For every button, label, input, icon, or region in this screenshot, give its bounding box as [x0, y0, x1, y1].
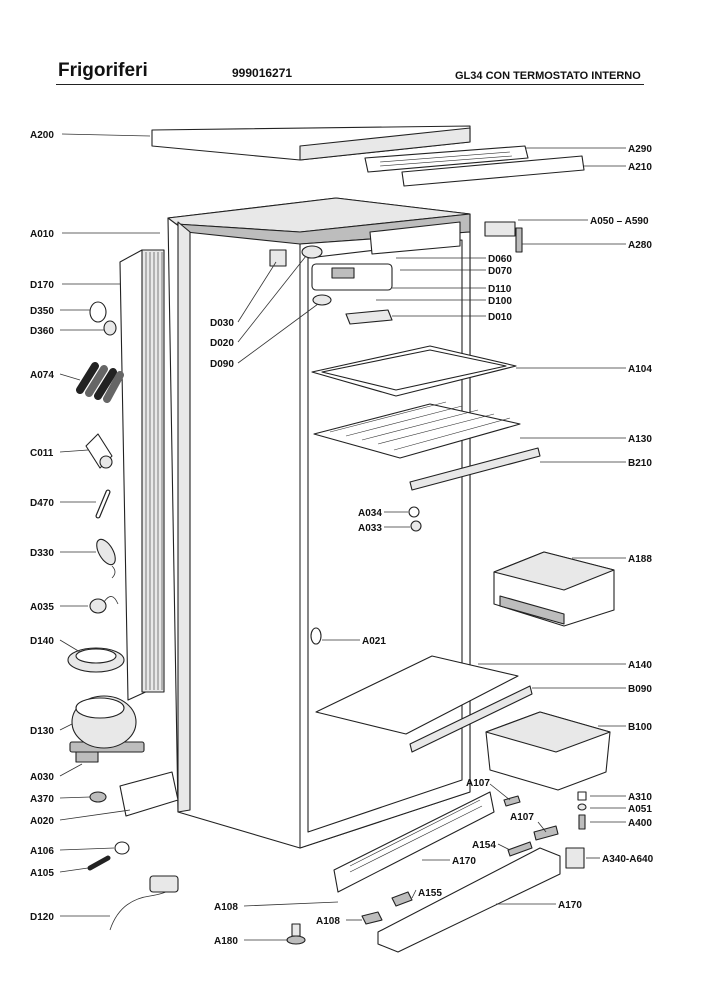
label-a370: A370 [30, 794, 54, 805]
part-a021 [310, 627, 322, 645]
label-d120: D120 [30, 912, 54, 923]
label-d090: D090 [210, 359, 234, 370]
part-d130-compressor [69, 695, 145, 763]
part-b210-strip [409, 447, 541, 491]
part-a340-bracket [565, 847, 585, 869]
label-a154: A154 [472, 840, 496, 851]
part-a170-plinth [333, 791, 495, 893]
label-a155: A155 [418, 888, 442, 899]
part-d470 [95, 489, 111, 519]
label-a034: A034 [358, 508, 382, 519]
label-a035: A035 [30, 602, 54, 613]
part-labels: A200 A290 A210 A010 A050 – A590 A280 D17… [30, 130, 654, 947]
label-d020: D020 [210, 338, 234, 349]
part-list-code: 999016271 [232, 66, 293, 80]
label-a105: A105 [30, 868, 54, 879]
label-a050-a590: A050 – A590 [590, 216, 649, 227]
label-b090: B090 [628, 684, 652, 695]
part-a035 [89, 596, 119, 614]
label-a108-left: A108 [214, 902, 238, 913]
part-a154-pads [507, 825, 559, 857]
label-d360: D360 [30, 326, 54, 337]
part-a020-bracket [119, 771, 179, 817]
part-a104-glass-shelf [311, 345, 517, 397]
part-a370 [89, 791, 107, 803]
part-a155-a108-pads [361, 891, 413, 925]
label-a107-lower: A107 [510, 812, 534, 823]
label-a108-right: A108 [316, 916, 340, 927]
label-a074: A074 [30, 370, 54, 381]
part-a170-lower-plinth [377, 847, 561, 953]
label-a200: A200 [30, 130, 54, 141]
label-c011: C011 [30, 448, 54, 459]
part-a140-glass-shelf [315, 655, 519, 735]
label-a010: A010 [30, 229, 54, 240]
label-a104: A104 [628, 364, 652, 375]
part-d350-d360 [89, 301, 117, 336]
part-a180-foot [286, 923, 306, 945]
label-a106: A106 [30, 846, 54, 857]
part-a188-box [493, 551, 615, 627]
part-a290-a210-rails [364, 145, 585, 187]
label-a033: A033 [358, 523, 382, 534]
label-a107-upper: A107 [466, 778, 490, 789]
label-a170-lower: A170 [558, 900, 582, 911]
part-a130-wire-shelf [313, 401, 521, 459]
label-d030: D030 [210, 318, 234, 329]
label-d170: D170 [30, 280, 54, 291]
leader-lines [59, 133, 626, 941]
part-c011 [85, 433, 113, 469]
label-d130: D130 [30, 726, 54, 737]
label-a020: A020 [30, 816, 54, 827]
part-a106-a105 [87, 841, 130, 871]
model-title: GL34 CON TERMOSTATO INTERNO [455, 70, 641, 82]
part-d120-power-cord [109, 875, 179, 931]
label-a280: A280 [628, 240, 652, 251]
part-d330 [96, 538, 116, 579]
label-a310: A310 [628, 792, 652, 803]
label-d350: D350 [30, 306, 54, 317]
label-a340-a640: A340-A640 [602, 854, 654, 865]
part-d140-drip-tray [67, 647, 125, 673]
part-a107 [503, 795, 521, 807]
label-a210: A210 [628, 162, 652, 173]
label-a051: A051 [628, 804, 652, 815]
label-d330: D330 [30, 548, 54, 559]
label-a021: A021 [362, 636, 386, 647]
part-d170-condenser [119, 249, 165, 701]
part-a074-set [76, 362, 124, 403]
label-d010: D010 [488, 312, 512, 323]
label-a400: A400 [628, 818, 652, 829]
part-a034-a033 [408, 506, 422, 532]
label-a180: A180 [214, 936, 238, 947]
label-a290: A290 [628, 144, 652, 155]
label-b210: B210 [628, 458, 652, 469]
label-d070: D070 [488, 266, 512, 277]
label-a188: A188 [628, 554, 652, 565]
part-a050-hinge [484, 221, 523, 253]
part-a200-top-cover [151, 125, 471, 161]
label-b100: B100 [628, 722, 652, 733]
part-b090-strip [409, 685, 533, 753]
label-d470: D470 [30, 498, 54, 509]
label-d100: D100 [488, 296, 512, 307]
label-a170-upper: A170 [452, 856, 476, 867]
label-d060: D060 [488, 254, 512, 265]
header-rule [56, 84, 644, 85]
label-d110: D110 [488, 284, 512, 295]
brand-title: Frigoriferi [58, 60, 148, 81]
label-a030: A030 [30, 772, 54, 783]
label-d140: D140 [30, 636, 54, 647]
label-a130: A130 [628, 434, 652, 445]
part-thermostat-parts [269, 245, 393, 325]
part-b100-drawer [485, 711, 611, 791]
label-a140: A140 [628, 660, 652, 671]
part-a310-a051-a400 [577, 791, 587, 830]
